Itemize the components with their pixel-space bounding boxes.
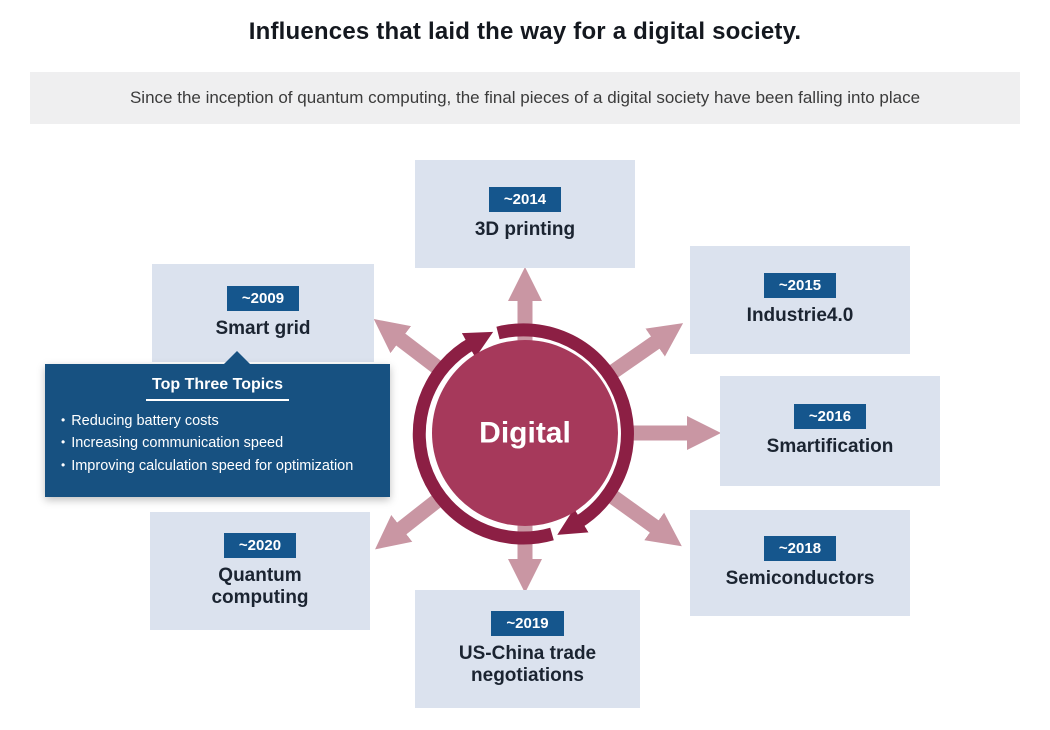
radial-arrows xyxy=(373,267,721,593)
node-quantum-computing: ~2020 Quantum computing xyxy=(150,512,370,630)
top-three-topics-callout: Top Three Topics Reducing battery costs … xyxy=(45,351,390,497)
year-badge: ~2015 xyxy=(763,273,837,299)
callout-list: Reducing battery costs Increasing commun… xyxy=(45,410,390,477)
node-industrie40: ~2015 Industrie4.0 xyxy=(690,246,910,354)
subtitle-text: Since the inception of quantum computing… xyxy=(129,88,921,107)
digital-label: Digital xyxy=(479,417,571,450)
year-badge: ~2019 xyxy=(491,611,564,637)
callout-item: Increasing communication speed xyxy=(61,432,378,454)
callout-title-row: Top Three Topics xyxy=(45,376,390,401)
year-badge: ~2014 xyxy=(488,187,562,213)
year-badge: ~2018 xyxy=(763,536,837,562)
arrow-lower-right xyxy=(604,487,682,547)
cycle-ring-arrows xyxy=(412,323,634,545)
digital-circle xyxy=(432,340,618,526)
node-label: Industrie4.0 xyxy=(746,305,854,327)
node-label: Smart grid xyxy=(215,318,311,340)
callout-item: Reducing battery costs xyxy=(61,410,378,432)
node-us-china-trade-negotiations: ~2019 US-China trade negotiations xyxy=(415,590,640,708)
node-3d-printing: ~2014 3D printing xyxy=(415,160,635,268)
year-badge: ~2020 xyxy=(223,533,297,559)
callout-item: Improving calculation speed for optimiza… xyxy=(61,455,378,477)
node-smart-grid: ~2009 Smart grid xyxy=(152,264,374,362)
page-title: Influences that laid the way for a digit… xyxy=(248,18,802,45)
node-label: Quantum computing xyxy=(211,565,309,608)
year-badge: ~2016 xyxy=(793,404,867,430)
ring-arc-left xyxy=(412,331,554,545)
node-label: US-China trade negotiations xyxy=(458,643,597,686)
subtitle-bar: Since the inception of quantum computing… xyxy=(30,72,1020,124)
arrow-upper-right xyxy=(605,323,684,381)
ring-arc-right xyxy=(496,323,634,535)
node-label: Semiconductors xyxy=(725,568,875,590)
node-label: Smartification xyxy=(766,436,894,458)
node-label: 3D printing xyxy=(474,219,576,241)
node-smartification: ~2016 Smartification xyxy=(720,376,940,486)
year-badge: ~2009 xyxy=(226,286,300,312)
callout-pointer-icon xyxy=(223,351,251,365)
arrow-upper-left xyxy=(373,319,447,377)
node-semiconductors: ~2018 Semiconductors xyxy=(690,510,910,616)
callout-title: Top Three Topics xyxy=(146,376,289,401)
arrow-lower-left xyxy=(375,490,448,550)
